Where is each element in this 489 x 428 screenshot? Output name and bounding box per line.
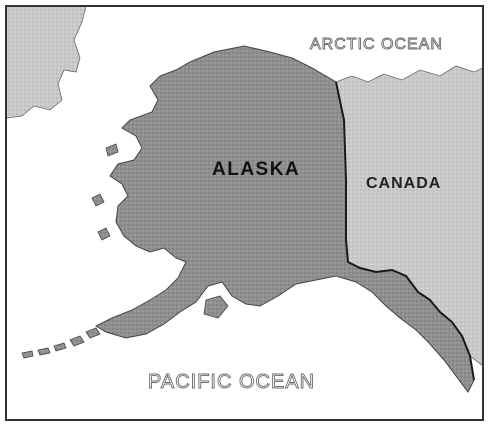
aleutian-islands — [21, 327, 101, 359]
canada-label: CANADA — [366, 175, 442, 192]
map-border — [5, 5, 484, 421]
siberia-landmass — [5, 5, 87, 119]
pacific-ocean-label: PACIFIC OCEAN — [148, 371, 316, 393]
arctic-ocean-label: ARCTIC OCEAN — [310, 36, 443, 53]
coastal-islands — [91, 143, 229, 319]
alaska-label: ALASKA — [212, 159, 301, 180]
international-border — [335, 81, 475, 381]
